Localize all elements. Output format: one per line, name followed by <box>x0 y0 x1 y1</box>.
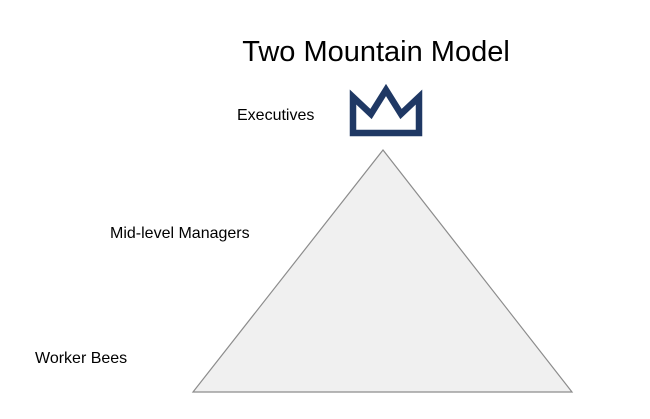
label-mid-level-managers: Mid-level Managers <box>110 225 250 242</box>
mountain-triangle-shape <box>191 149 574 393</box>
crown-outline <box>349 84 423 137</box>
label-executives: Executives <box>237 107 315 124</box>
crown-icon <box>349 84 423 137</box>
page-title: Two Mountain Model <box>242 36 510 68</box>
mountain-triangle <box>191 149 574 393</box>
label-worker-bees: Worker Bees <box>35 350 128 367</box>
